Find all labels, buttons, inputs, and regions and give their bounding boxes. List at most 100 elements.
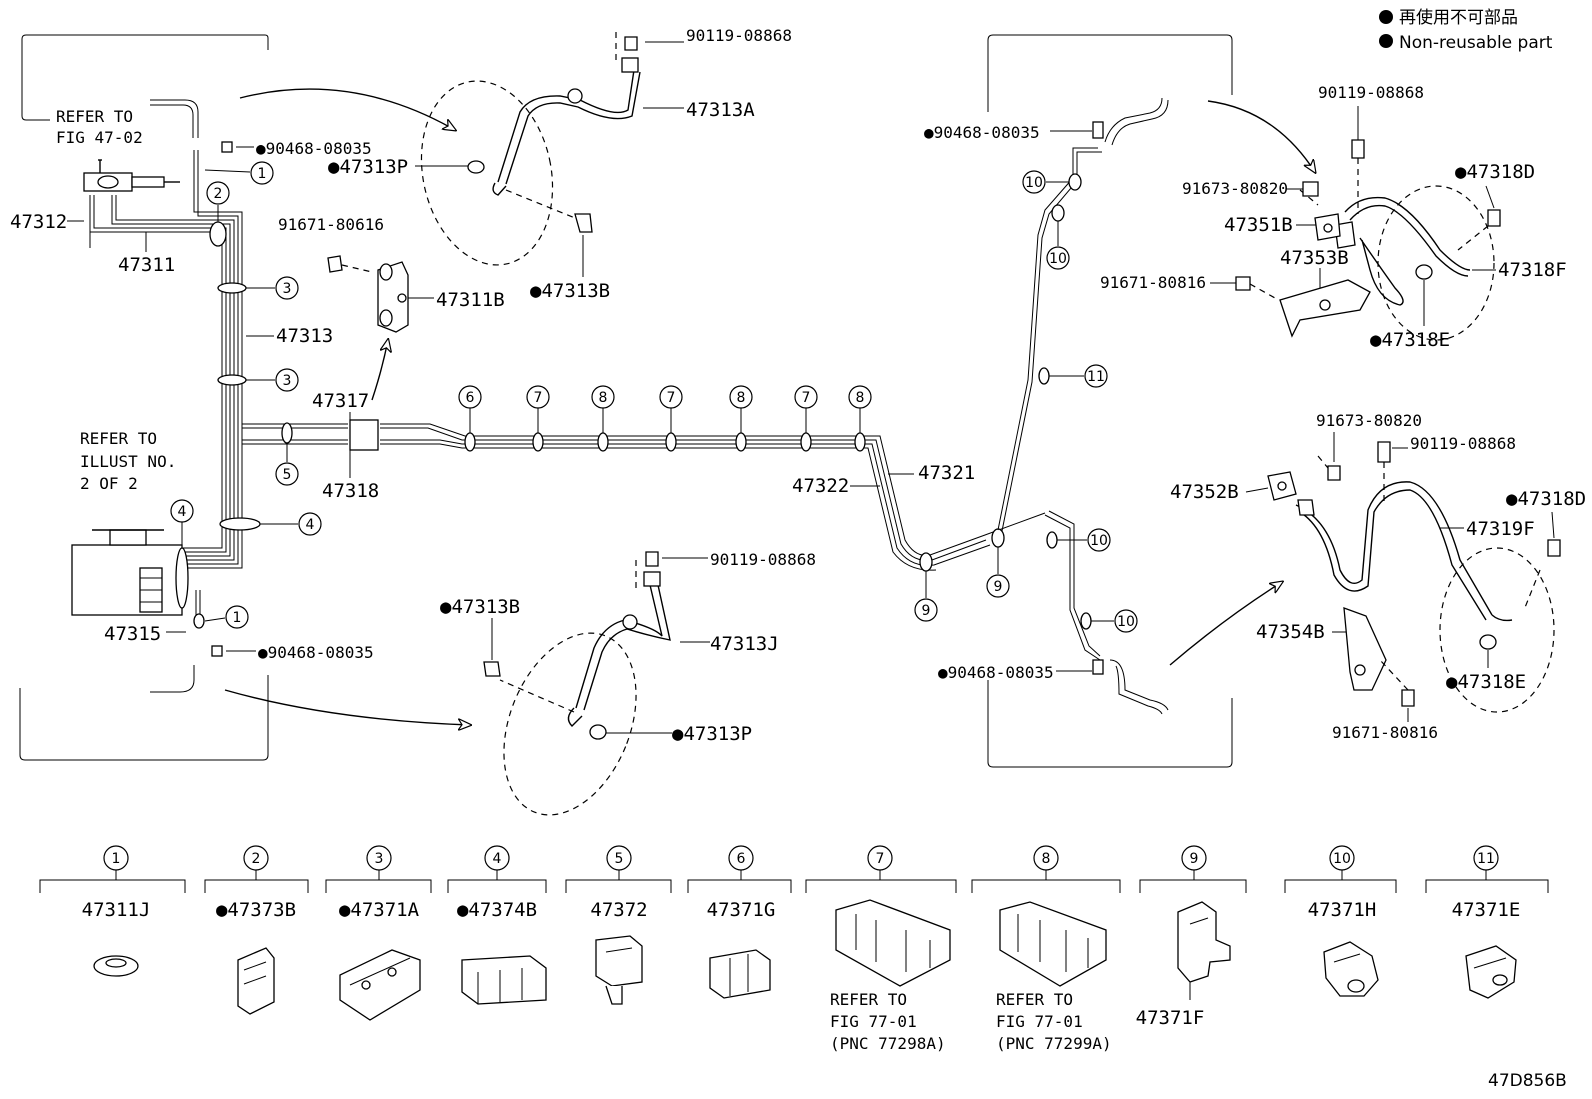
clip-10: 10 47371H — [1284, 845, 1397, 997]
label-91671-80616: 91671-80616 — [278, 215, 384, 234]
ref-illust-2-of-2: REFER TO ILLUST NO. 2 OF 2 — [80, 429, 176, 493]
label-47317: 47317 — [312, 390, 369, 412]
clip-11-part: 47371E — [1452, 899, 1521, 921]
label-47318E-lower: ●47318E — [1446, 671, 1526, 693]
clip-90468-lower-right — [1092, 659, 1104, 675]
vehicle-outline-bottom-right — [987, 680, 1233, 768]
svg-text:10: 10 — [1117, 614, 1135, 630]
svg-text:4: 4 — [306, 517, 315, 533]
label-90119-upper: 90119-08868 — [686, 26, 792, 45]
arrow-detail-upper-right — [1207, 100, 1315, 172]
ref-fig-77-a-line2: FIG 77-01 — [830, 1012, 917, 1031]
arrow-to-47311B — [371, 340, 388, 401]
detail-circle-upper — [420, 80, 554, 266]
detail-circle-lower-right — [1439, 547, 1555, 713]
flex-hose-47318F — [1235, 139, 1501, 338]
label-90468-lower-left: ●90468-08035 — [258, 643, 374, 662]
pipe-rear — [997, 147, 1102, 661]
svg-text:FIG 47-02: FIG 47-02 — [56, 128, 143, 147]
clip-90468-upper — [221, 141, 254, 153]
vehicle-outline-top-left — [21, 34, 269, 121]
label-47313J: 47313J — [710, 633, 779, 655]
ref-fig-77-b-line3: (PNC 77299A) — [996, 1034, 1112, 1053]
label-47318D-lower: ●47318D — [1506, 488, 1586, 510]
flex-hose-47313A — [467, 32, 684, 233]
tube-stub-top-left — [150, 99, 199, 138]
svg-text:2: 2 — [214, 186, 223, 202]
svg-text:4: 4 — [493, 851, 502, 867]
abs-actuator — [71, 529, 183, 616]
clip-2-part: ●47373B — [216, 899, 296, 921]
svg-text:3: 3 — [283, 373, 292, 389]
clip-legend-row: 1 47311J 2 ●47373B 3 ●47371A — [39, 845, 1549, 1053]
flex-hose-47319F — [1267, 441, 1561, 707]
svg-text:REFER TO: REFER TO — [80, 429, 157, 448]
label-47313B-upper: ●47313B — [530, 280, 610, 302]
ref-fig-77-b-line2: FIG 77-01 — [996, 1012, 1083, 1031]
svg-text:1: 1 — [233, 610, 242, 626]
clip-9: 9 47371F — [1136, 845, 1247, 1029]
label-90468-lower-right: ●90468-08035 — [938, 663, 1054, 682]
clip-11: 11 47371E — [1425, 845, 1549, 999]
svg-text:7: 7 — [876, 851, 885, 867]
label-47311B: 47311B — [436, 289, 505, 311]
flex-hose-47313J — [483, 551, 710, 740]
svg-text:9: 9 — [994, 579, 1003, 595]
clip-10-part: 47371H — [1308, 899, 1377, 921]
svg-text:1: 1 — [258, 166, 267, 182]
svg-text:9: 9 — [1190, 851, 1199, 867]
label-47352B: 47352B — [1170, 481, 1239, 503]
clip-6: 6 47371G — [687, 845, 792, 999]
legend-en: Non-reusable part — [1399, 33, 1553, 53]
svg-text:5: 5 — [615, 851, 624, 867]
figure-code: 47D856B — [1488, 1071, 1567, 1091]
svg-text:8: 8 — [737, 390, 746, 406]
label-47311: 47311 — [118, 254, 175, 276]
non-reusable-bullet-icon — [1379, 34, 1393, 48]
svg-text:10: 10 — [1049, 251, 1067, 267]
callouts-rear: 10 10 11 10 10 — [1022, 170, 1138, 633]
clip-5-part: 47372 — [590, 899, 647, 921]
label-47322: 47322 — [792, 475, 849, 497]
svg-text:7: 7 — [667, 390, 676, 406]
svg-text:4: 4 — [178, 504, 187, 520]
label-47318E-upper: ●47318E — [1370, 329, 1450, 351]
callouts-horizontal: 6 7 8 7 8 7 8 9 9 — [458, 385, 1010, 622]
svg-text:5: 5 — [283, 467, 292, 483]
callouts-left: 1 2 3 3 4 4 1 — [170, 161, 322, 629]
label-47351B: 47351B — [1224, 214, 1293, 236]
clip-5: 5 47372 — [565, 845, 672, 1005]
svg-text:7: 7 — [802, 390, 811, 406]
clip-4-part: ●47374B — [457, 899, 537, 921]
label-47319F: 47319F — [1466, 518, 1535, 540]
label-47315: 47315 — [104, 623, 161, 645]
svg-text:7: 7 — [534, 390, 543, 406]
label-90468-upper-left: ●90468-08035 — [256, 139, 372, 158]
svg-text:8: 8 — [599, 390, 608, 406]
label-47318F: 47318F — [1498, 259, 1567, 281]
svg-text:10: 10 — [1090, 533, 1108, 549]
clip-7: 7 REFER TO FIG 77-01 (PNC 77298A) — [805, 845, 957, 1053]
svg-text:1: 1 — [112, 851, 121, 867]
clip-1: 1 47311J — [39, 845, 186, 977]
label-90119-upper-right: 90119-08868 — [1318, 83, 1424, 102]
legend-jp: 再使用不可部品 — [1399, 7, 1518, 28]
clip-3-part: ●47371A — [339, 899, 420, 921]
label-91671-80816-lower: 91671-80816 — [1332, 723, 1438, 742]
svg-text:9: 9 — [922, 603, 931, 619]
svg-text:11: 11 — [1087, 369, 1105, 385]
svg-text:REFER TO: REFER TO — [56, 107, 133, 126]
callout-5 — [275, 462, 299, 486]
svg-text:8: 8 — [856, 390, 865, 406]
clip-90468-lower-left — [211, 645, 223, 657]
svg-text:6: 6 — [466, 390, 475, 406]
label-47313A: 47313A — [686, 99, 755, 121]
label-47312: 47312 — [10, 211, 67, 233]
clip-4: 4 ●47374B — [447, 845, 547, 1005]
label-47321: 47321 — [918, 462, 975, 484]
arrow-detail-lower-right — [1169, 582, 1282, 666]
arrow-detail-top — [239, 88, 455, 130]
ref-fig-77-b-line1: REFER TO — [996, 990, 1073, 1009]
label-47318: 47318 — [322, 480, 379, 502]
vehicle-outline-bottom-left — [19, 675, 269, 761]
